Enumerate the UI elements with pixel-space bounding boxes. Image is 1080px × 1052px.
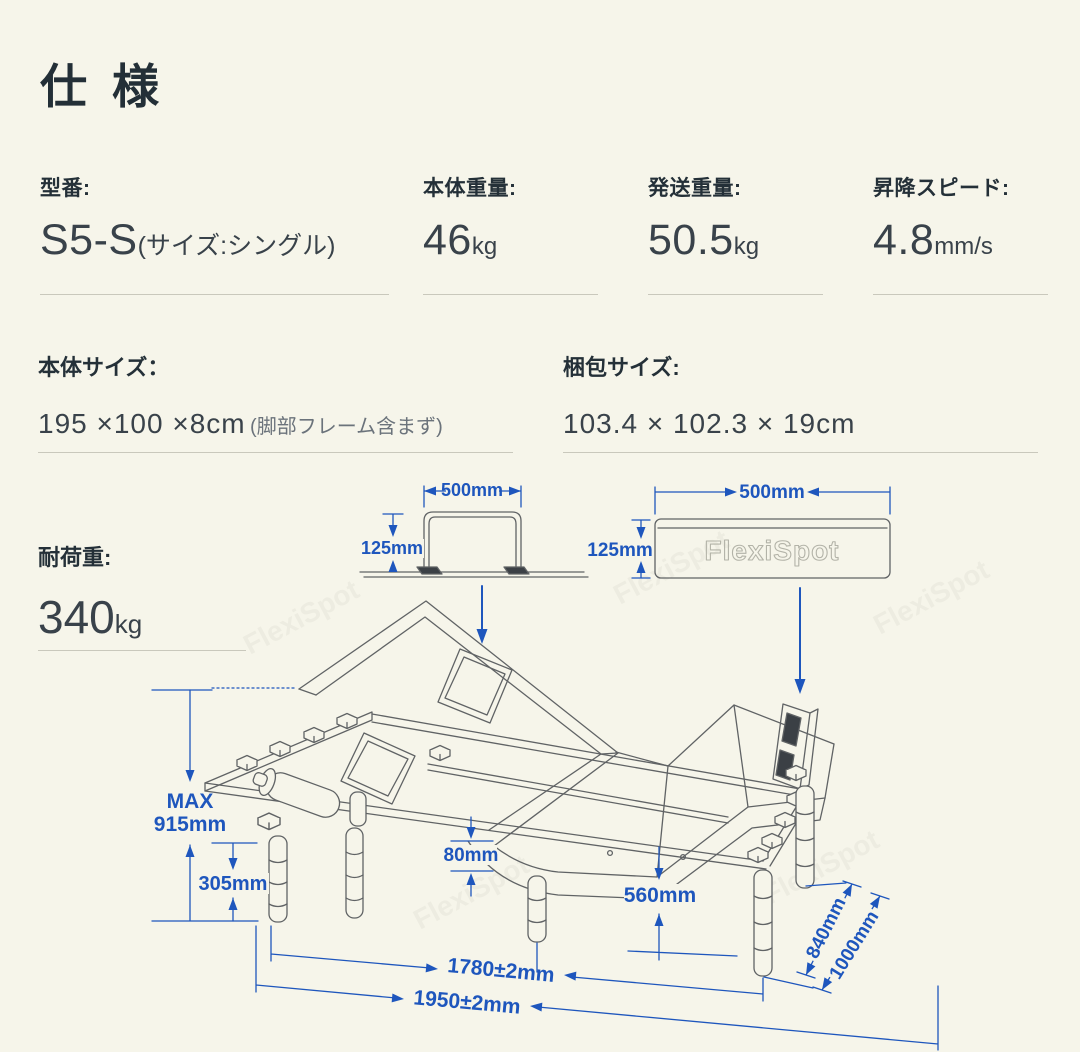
spec-load-unit: kg (114, 609, 143, 639)
spec-weight-value: 46 (423, 216, 472, 264)
spec-weight-label: 本体重量: (423, 177, 517, 200)
spec-speed-unit: mm/s (934, 233, 993, 260)
divider (38, 452, 513, 453)
spec-weight-unit: kg (471, 233, 498, 260)
dim-retainer: 500mm 125mm (361, 480, 522, 572)
page-title: 仕 様 (40, 60, 166, 113)
dim-outer-length-value: 1950±2mm (413, 986, 522, 1018)
dim-platform-thickness: 80mm (444, 816, 499, 897)
bed-legs (268, 785, 815, 977)
spec-model: 型番: S5-S(サイズ:シングル) (40, 172, 335, 265)
dim-package-width: 500mm (739, 482, 805, 503)
dim-package-height: 125mm (587, 540, 653, 561)
dim-outer-length: 1950±2mm (255, 925, 939, 1051)
spec-package-size-label: 梱包サイズ: (563, 355, 680, 380)
spec-model-value: S5-S (40, 216, 138, 264)
spec-ship-weight-value: 50.5 (648, 216, 734, 264)
spec-package-size-value: 103.4 × 102.3 × 19cm (563, 408, 856, 439)
spec-body-size-value: 195 ×100 ×8cm (38, 408, 246, 439)
spec-ship-weight: 発送重量: 50.5kg (648, 172, 759, 265)
dim-platform-thickness-value: 80mm (444, 845, 499, 866)
spec-body-size: 本体サイズ： 195 ×100 ×8cm (脚部フレーム含まず) (38, 350, 443, 440)
spec-weight: 本体重量: 46kg (423, 172, 517, 265)
divider (38, 650, 246, 651)
spec-load-value: 340 (38, 591, 115, 643)
divider (40, 294, 389, 295)
spec-body-size-note: (脚部フレーム含まず) (250, 416, 443, 438)
dim-inner-length: 1780±2mm (270, 925, 764, 1002)
spec-ship-weight-unit: kg (733, 233, 760, 260)
divider (873, 294, 1048, 295)
divider (423, 294, 598, 295)
svg-text:FlexiSpot: FlexiSpot (868, 554, 994, 641)
spec-package-size: 梱包サイズ: 103.4 × 102.3 × 19cm (563, 350, 855, 440)
dim-leg-height: 305mm (197, 842, 269, 922)
spec-speed-label: 昇降スピード: (873, 177, 1010, 200)
retainer-bar-inset (359, 511, 589, 578)
bed-head-panel (298, 600, 619, 847)
spec-speed: 昇降スピード: 4.8mm/s (873, 172, 1010, 265)
dim-max-height: MAX 915mm (151, 687, 298, 922)
spec-body-size-label: 本体サイズ： (38, 355, 170, 380)
dim-frame-height-value: 560mm (624, 884, 696, 907)
spec-ship-weight-label: 発送重量: (648, 177, 742, 200)
spec-speed-value: 4.8 (873, 216, 935, 264)
spec-load-label: 耐荷重: (38, 545, 112, 570)
package-brand-logo: FlexiSpot (704, 535, 839, 566)
dim-max-label: MAX (167, 790, 214, 813)
spec-model-suffix: (サイズ:シングル) (137, 232, 336, 260)
lift-motor (252, 767, 341, 818)
dim-package: 500mm 125mm (587, 482, 891, 579)
dim-leg-height-value: 305mm (199, 873, 268, 895)
dim-inner-length-value: 1780±2mm (447, 954, 556, 987)
spec-model-label: 型番: (40, 177, 91, 200)
dim-max-value: 915mm (154, 813, 226, 836)
dim-frame-height: 560mm (624, 846, 738, 961)
package-inset: FlexiSpot (654, 518, 891, 579)
divider (563, 452, 1038, 453)
dim-retainer-width: 500mm (441, 480, 503, 500)
pointer-arrows (476, 585, 806, 694)
divider (648, 294, 823, 295)
dim-retainer-height: 125mm (361, 538, 423, 558)
spec-load: 耐荷重: 340kg (38, 540, 142, 644)
svg-text:FlexiSpot: FlexiSpot (238, 574, 364, 661)
